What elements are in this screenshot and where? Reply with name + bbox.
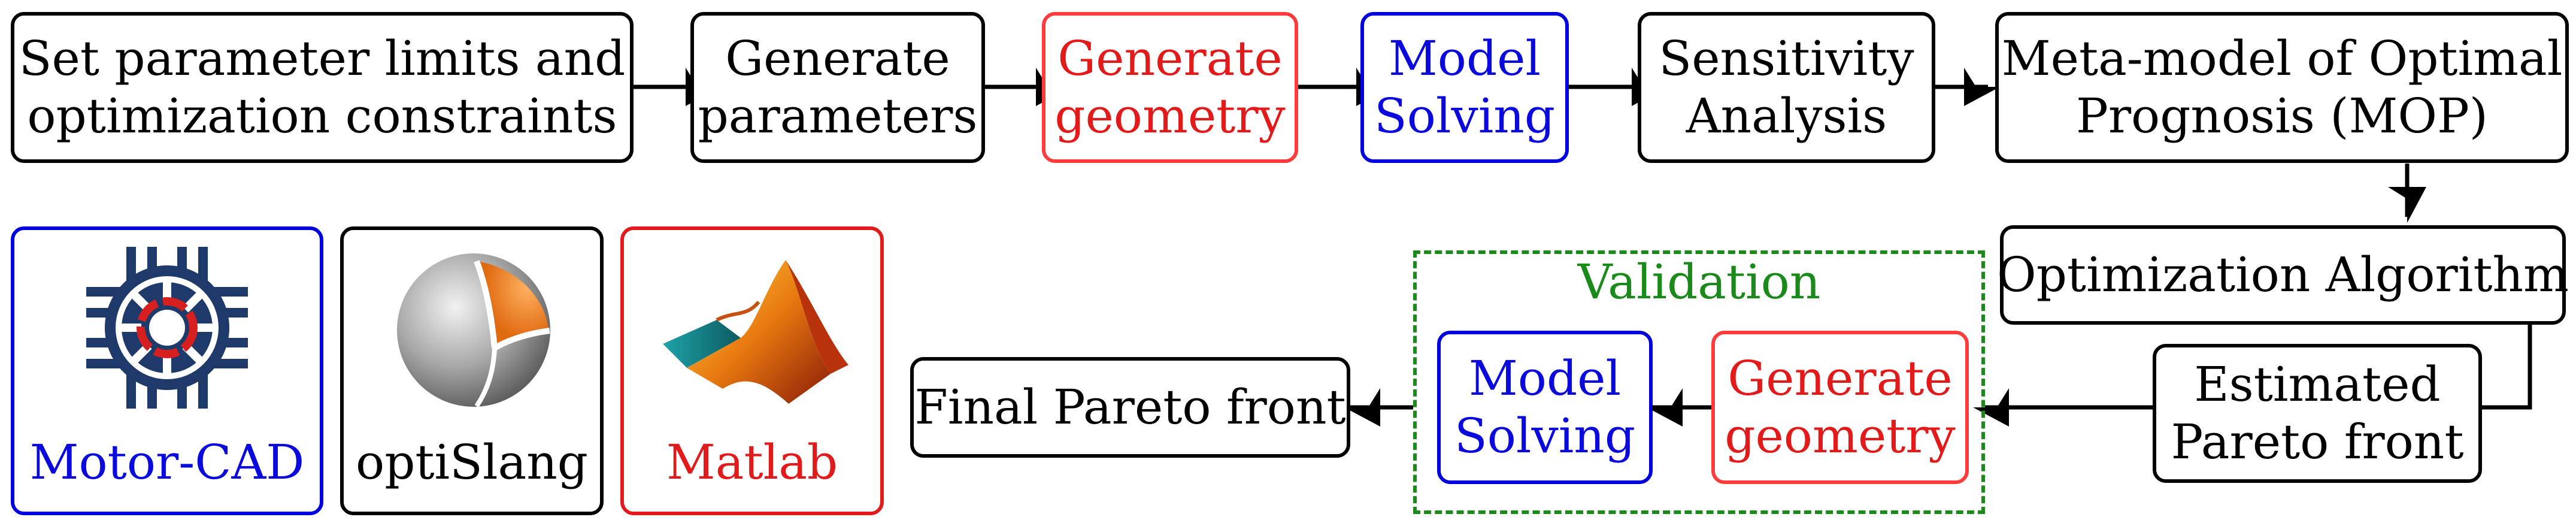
matlab-card: Matlab [620, 226, 884, 515]
arrowhead [2388, 187, 2426, 223]
optislang-sphere-icon [397, 253, 550, 408]
arrowhead [1973, 388, 2009, 427]
optislang-card: optiSlang [340, 226, 604, 515]
optislang-label: optiSlang [356, 434, 588, 490]
arrowhead [1964, 68, 2000, 106]
validation-model-solving-box: Model Solving [1437, 331, 1653, 484]
arrowhead [1344, 388, 1380, 427]
arrowhead [1647, 388, 1683, 427]
sensitivity-analysis-box: Sensitivity Analysis [1638, 12, 1935, 163]
arrow-optimization-to-estimated-front [2482, 325, 2532, 410]
model-solving-box: Model Solving [1360, 12, 1569, 163]
meta-model-mop-box: Meta-model of Optimal Prognosis (MOP) [1995, 12, 2569, 163]
validation-frame [1413, 250, 1985, 514]
validation-title: Validation [1577, 254, 1821, 310]
motorcad-card: Motor-CAD [11, 226, 323, 515]
matlab-label: Matlab [666, 434, 838, 490]
set-parameter-limits-box: Set parameter limits and optimization co… [11, 12, 634, 163]
optimization-algorithm-box: Optimization Algorithm [1997, 225, 2569, 325]
generate-geometry-box: Generate geometry [1042, 12, 1298, 163]
motor-cad-logo-icon [86, 247, 248, 409]
final-pareto-front-box: Final Pareto front [910, 357, 1350, 458]
validation-generate-geometry-box: Generate geometry [1711, 331, 1969, 484]
estimated-pareto-front-box: Estimated Pareto front [2153, 344, 2482, 483]
matlab-membrane-icon [663, 260, 848, 404]
generate-parameters-box: Generate parameters [690, 12, 985, 163]
motorcad-label: Motor-CAD [29, 434, 305, 490]
